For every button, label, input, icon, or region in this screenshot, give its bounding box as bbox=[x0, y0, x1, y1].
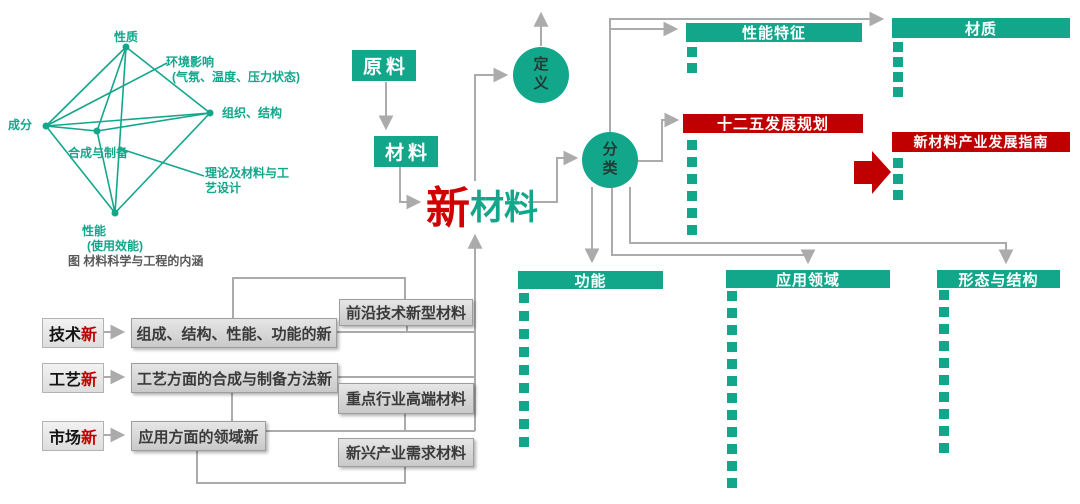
bullet-square bbox=[727, 478, 737, 488]
bullet-square bbox=[687, 208, 697, 218]
bar-morphology-structure: 形态与结构 bbox=[937, 270, 1060, 289]
bullet-square bbox=[727, 376, 737, 386]
big-red-arrow-icon bbox=[854, 151, 891, 194]
craft-new-prefix: 工艺 bbox=[48, 372, 81, 389]
bullet-square bbox=[519, 383, 529, 393]
bar-performance-features: 性能特征 bbox=[686, 23, 862, 42]
bullet-square bbox=[519, 437, 529, 447]
bullet-square bbox=[939, 290, 949, 300]
bullet-square bbox=[939, 358, 949, 368]
define-circle-label: 定义 bbox=[533, 56, 549, 92]
tetra-annotation-environment: 环境影响 bbox=[166, 55, 215, 69]
bullet-square bbox=[687, 157, 697, 167]
tetra-annotation-environment-note: (气氛、温度、压力状态) bbox=[172, 70, 300, 84]
bullet-square bbox=[727, 325, 737, 335]
bullet-square bbox=[687, 140, 697, 150]
frontier-tech-materials-box: 前沿技术新型材料 bbox=[339, 299, 473, 326]
bullet-square bbox=[939, 443, 949, 453]
bullet-square bbox=[519, 365, 529, 375]
tetra-node-bottom-label: 性能 bbox=[82, 224, 107, 238]
classify-circle-label: 分类 bbox=[602, 141, 618, 177]
bullet-square bbox=[727, 410, 737, 420]
application-domain-box: 应用方面的领域新 bbox=[131, 421, 266, 451]
bullet-square bbox=[727, 359, 737, 369]
bullet-square bbox=[939, 341, 949, 351]
material-box: 材料 bbox=[374, 136, 438, 167]
tetra-node-right-label: 组织、结构 bbox=[222, 106, 283, 120]
bar-function: 功能 bbox=[518, 271, 663, 290]
tech-new-accent: 新 bbox=[81, 327, 98, 344]
bullet-square bbox=[893, 190, 903, 200]
tetra-node-left-label: 成分 bbox=[8, 118, 33, 132]
bullet-square bbox=[893, 57, 903, 67]
bullet-square bbox=[893, 174, 903, 184]
bullet-square bbox=[519, 401, 529, 411]
bullet-square bbox=[519, 311, 529, 321]
new-material-title: 新材料 bbox=[426, 181, 538, 233]
bullet-square bbox=[727, 444, 737, 454]
bullet-square bbox=[687, 63, 697, 73]
tetra-node-center-label: 合成与制备 bbox=[68, 146, 129, 160]
bullet-square bbox=[939, 426, 949, 436]
tetra-annotation-design-line2: 艺设计 bbox=[205, 181, 242, 195]
bullet-square bbox=[687, 225, 697, 235]
bullet-square bbox=[727, 308, 737, 318]
bar-industry-guide: 新材料产业发展指南 bbox=[892, 132, 1070, 152]
process-synthesis-box: 工艺方面的合成与制备方法新 bbox=[131, 363, 338, 393]
emerging-industry-materials-box: 新兴产业需求材料 bbox=[338, 438, 474, 467]
bullet-square bbox=[727, 461, 737, 471]
bullet-square bbox=[939, 375, 949, 385]
market-new-prefix: 市场 bbox=[48, 430, 81, 447]
bullet-square bbox=[687, 191, 697, 201]
bullet-square bbox=[727, 342, 737, 352]
classify-circle: 分类 bbox=[582, 132, 638, 188]
bullet-square bbox=[687, 47, 697, 57]
bullet-square bbox=[687, 174, 697, 184]
tetra-figure-caption: 图 材料科学与工程的内涵 bbox=[68, 254, 204, 268]
bar-application-fields: 应用领域 bbox=[726, 270, 890, 289]
bullet-square bbox=[939, 392, 949, 402]
flow-arrows bbox=[102, 11, 1014, 484]
bullet-square bbox=[727, 393, 737, 403]
tech-new-box: 技术新 bbox=[42, 318, 104, 348]
tetra-node-bottom-note: (使用效能) bbox=[87, 239, 143, 253]
bullet-square bbox=[519, 293, 529, 303]
new-material-prefix: 新 bbox=[426, 184, 470, 233]
bullet-square bbox=[893, 42, 903, 52]
bullet-square bbox=[519, 329, 529, 339]
bullet-square bbox=[727, 291, 737, 301]
bullet-square bbox=[893, 72, 903, 82]
market-new-box: 市场新 bbox=[42, 421, 104, 451]
craft-new-accent: 新 bbox=[81, 372, 98, 389]
bullet-square bbox=[727, 427, 737, 437]
bullet-square bbox=[519, 419, 529, 429]
new-material-suffix: 材料 bbox=[470, 188, 538, 227]
composition-structure-box: 组成、结构、性能、功能的新 bbox=[131, 318, 337, 348]
raw-material-box: 原料 bbox=[352, 50, 416, 81]
market-new-accent: 新 bbox=[81, 430, 98, 447]
tetra-annotation-design-line1: 理论及材料与工 bbox=[205, 166, 290, 180]
tetra-node-top-label: 性质 bbox=[113, 30, 138, 44]
bullet-square bbox=[939, 324, 949, 334]
bullet-square bbox=[519, 347, 529, 357]
bullet-square bbox=[893, 87, 903, 97]
tech-new-prefix: 技术 bbox=[48, 327, 81, 344]
tetrahedron-diagram bbox=[42, 43, 214, 217]
craft-new-box: 工艺新 bbox=[42, 363, 104, 393]
bar-five-year-plan: 十二五发展规划 bbox=[683, 114, 863, 133]
bullet-square bbox=[893, 158, 903, 168]
key-industry-materials-box: 重点行业高端材料 bbox=[338, 383, 474, 414]
define-circle: 定义 bbox=[513, 47, 569, 103]
bullet-square bbox=[939, 307, 949, 317]
bar-texture: 材质 bbox=[892, 18, 1070, 38]
bullet-square bbox=[939, 409, 949, 419]
